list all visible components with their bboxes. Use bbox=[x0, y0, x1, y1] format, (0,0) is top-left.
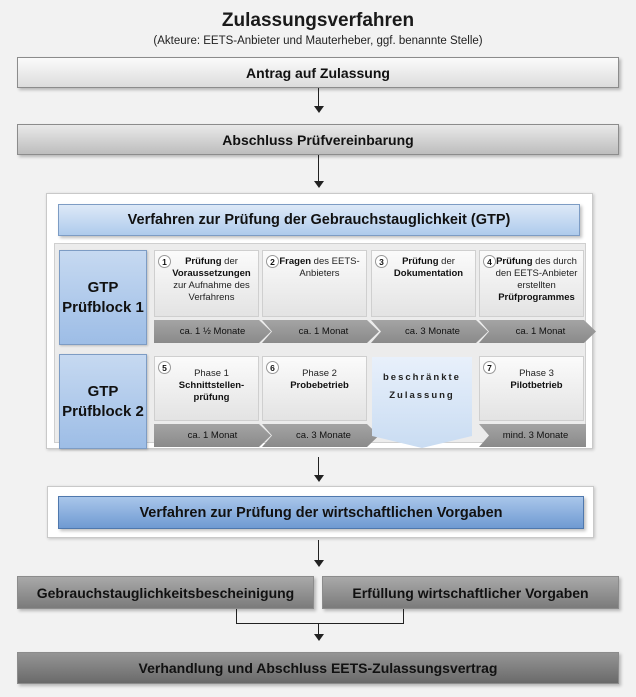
card-description: Prüfung der Voraussetzungen zur Aufnahme… bbox=[169, 256, 254, 304]
arrow-connector bbox=[318, 155, 319, 181]
block1-label-line2: Prüfblock 1 bbox=[62, 298, 144, 316]
page-subtitle: (Akteure: EETS-Anbieter und Mauterheber,… bbox=[153, 35, 483, 47]
card-description: Prüfung der Dokumentation bbox=[386, 256, 471, 280]
restricted-approval-line2: Zulassung bbox=[389, 390, 455, 401]
duration-chevron: mind. 3 Monate bbox=[479, 424, 586, 447]
merge-connector bbox=[236, 609, 237, 623]
duration-chevron: ca. 1 Monat bbox=[479, 320, 596, 343]
restricted-approval-line1: beschränkte bbox=[383, 372, 461, 383]
arrow-head bbox=[314, 475, 324, 482]
restricted-approval-shape bbox=[372, 357, 472, 448]
duration-chevron: ca. 1 ½ Monate bbox=[154, 320, 271, 343]
card-text-normal: zur Aufnahme des Verfahrens bbox=[173, 280, 250, 303]
step-number-badge: 6 bbox=[266, 361, 279, 374]
gtp-block1-label: GTP Prüfblock 1 bbox=[59, 250, 147, 345]
step-number-badge: 7 bbox=[483, 361, 496, 374]
step-number-badge: 2 bbox=[266, 255, 279, 268]
card-text-normal: des EETS-Anbieters bbox=[299, 256, 360, 279]
phase-name: Probebetrieb bbox=[290, 380, 349, 391]
arrow-connector bbox=[318, 540, 319, 560]
step-number-badge: 5 bbox=[158, 361, 171, 374]
phase-label: Phase 3 bbox=[519, 368, 554, 379]
card-text-bold: Prüfung bbox=[496, 256, 533, 267]
duration-chevron: ca. 1 Monat bbox=[262, 320, 379, 343]
arrow-head bbox=[314, 634, 324, 641]
gtp-block2-label: GTP Prüfblock 2 bbox=[59, 354, 147, 449]
step-number-badge: 4 bbox=[483, 255, 496, 268]
arrow-connector bbox=[318, 88, 319, 106]
step-verhandlung: Verhandlung und Abschluss EETS-Zulassung… bbox=[17, 652, 619, 684]
card-description: Prüfung des durch den EETS-Anbieter erst… bbox=[494, 256, 579, 304]
card-text-bold: Dokumentation bbox=[393, 268, 464, 279]
card-text-bold: Prüfung bbox=[185, 256, 222, 267]
card-text-normal: der bbox=[221, 256, 238, 267]
page-title: Zulassungsverfahren bbox=[221, 10, 415, 31]
duration-chevron: ca. 3 Monate bbox=[371, 320, 488, 343]
arrow-connector bbox=[318, 457, 319, 475]
block1-label-line1: GTP bbox=[87, 278, 119, 296]
merge-connector bbox=[236, 623, 404, 624]
step-antrag: Antrag auf Zulassung bbox=[17, 57, 619, 88]
phase-label: Phase 1 bbox=[194, 368, 229, 379]
arrow-head bbox=[314, 106, 324, 113]
duration-chevron: ca. 1 Monat bbox=[154, 424, 271, 447]
phase-name: Schnittstellen-prüfung bbox=[178, 380, 245, 403]
card-text-normal: der bbox=[438, 256, 455, 267]
gtp-header: Verfahren zur Prüfung der Gebrauchstaugl… bbox=[58, 204, 580, 236]
step-erfuellung: Erfüllung wirtschaftlicher Vorgaben bbox=[322, 576, 619, 609]
card-text-normal: des durch den EETS-Anbieter erstellten bbox=[495, 256, 578, 291]
arrow-head bbox=[314, 181, 324, 188]
card-text-bold: Prüfprogrammes bbox=[498, 292, 575, 303]
step-wirtschaft: Verfahren zur Prüfung der wirtschaftlich… bbox=[58, 496, 584, 529]
arrow-head bbox=[314, 560, 324, 567]
card-text-bold: Voraussetzungen bbox=[172, 268, 251, 279]
phase-label: Phase 2 bbox=[302, 368, 337, 379]
arrow-connector bbox=[318, 623, 319, 634]
block2-label-line1: GTP bbox=[87, 382, 119, 400]
step-abschluss: Abschluss Prüfvereinbarung bbox=[17, 124, 619, 155]
block2-label-line2: Prüfblock 2 bbox=[62, 402, 144, 420]
step-number-badge: 3 bbox=[375, 255, 388, 268]
card-text-bold: Prüfung bbox=[402, 256, 439, 267]
phase-name: Pilotbetrieb bbox=[510, 380, 563, 391]
step-number-badge: 1 bbox=[158, 255, 171, 268]
merge-connector bbox=[403, 609, 404, 623]
card-text-bold: Fragen bbox=[279, 256, 312, 267]
card-description: Fragen des EETS-Anbieters bbox=[277, 256, 362, 280]
duration-chevron: ca. 3 Monate bbox=[262, 424, 379, 447]
step-bescheinigung: Gebrauchstauglichkeitsbescheinigung bbox=[17, 576, 314, 609]
